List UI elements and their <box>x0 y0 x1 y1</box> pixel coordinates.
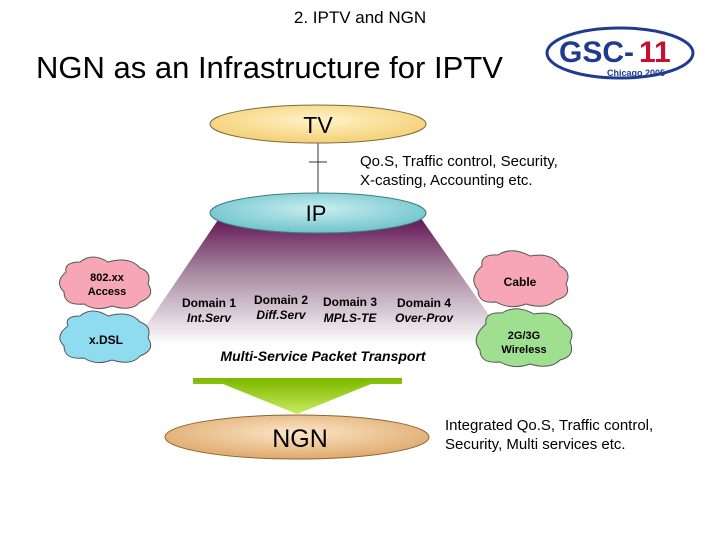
domain-2: Domain 2 Diff.Serv <box>254 293 308 322</box>
cloud-802xx-access: 802.xx Access <box>59 256 152 310</box>
logo-gsc: GSC- <box>559 36 634 69</box>
domain-1: Domain 1 Int.Serv <box>182 296 236 325</box>
tv-label: TV <box>303 112 333 138</box>
tv-ellipse <box>209 104 427 144</box>
domain-3: Domain 3 MPLS-TE <box>323 295 377 325</box>
cloud-cable-label: Cable <box>504 275 537 289</box>
transport-label: Multi-Service Packet Transport <box>220 348 426 364</box>
cloud-wireless-line2: Wireless <box>501 344 546 356</box>
cloud-wireless-line1: 2G/3G <box>508 330 540 342</box>
domain-4-name: Domain 4 <box>397 296 451 310</box>
logo-subtext: Chicago 2005 <box>607 68 665 78</box>
cloud-802xx-line2: Access <box>88 286 127 298</box>
logo-eleven: 11 <box>639 36 671 69</box>
slide-header: 2. IPTV and NGN <box>293 8 427 27</box>
domain-3-type: MPLS-TE <box>324 311 378 325</box>
ngn-label: NGN <box>272 425 328 453</box>
domain-2-name: Domain 2 <box>254 293 308 307</box>
cloud-xdsl-label: x.DSL <box>89 333 123 347</box>
ngn-note-line2: Security, Multi services etc. <box>445 436 626 453</box>
ip-ellipse <box>209 192 427 234</box>
cloud-cable: Cable <box>473 250 569 308</box>
tv-note-line2: X-casting, Accounting etc. <box>360 172 533 189</box>
domain-3-name: Domain 3 <box>323 295 377 309</box>
ngn-note-line1: Integrated Qo.S, Traffic control, <box>445 417 654 434</box>
domain-4: Domain 4 Over-Prov <box>395 296 454 325</box>
domain-4-type: Over-Prov <box>395 311 454 325</box>
tv-note-line1: Qo.S, Traffic control, Security, <box>360 153 558 170</box>
domain-1-name: Domain 1 <box>182 296 236 310</box>
slide-title: NGN as an Infrastructure for IPTV <box>36 50 503 85</box>
domain-1-type: Int.Serv <box>187 311 232 325</box>
logo-ring <box>545 26 695 80</box>
cloud-802xx-line1: 802.xx <box>90 272 125 284</box>
cloud-xdsl: x.DSL <box>59 310 152 364</box>
cloud-wireless: 2G/3G Wireless <box>475 308 573 368</box>
domain-2-type: Diff.Serv <box>256 308 306 322</box>
down-arrow-head <box>223 380 371 414</box>
ip-label: IP <box>306 201 327 226</box>
gsc11-logo: GSC- 11 Chicago 2005 <box>545 26 695 80</box>
ngn-ellipse <box>164 414 430 460</box>
network-trapezoid <box>133 214 510 345</box>
tv-note: Qo.S, Traffic control, Security, X-casti… <box>360 152 558 190</box>
ngn-note: Integrated Qo.S, Traffic control, Securi… <box>445 416 653 454</box>
